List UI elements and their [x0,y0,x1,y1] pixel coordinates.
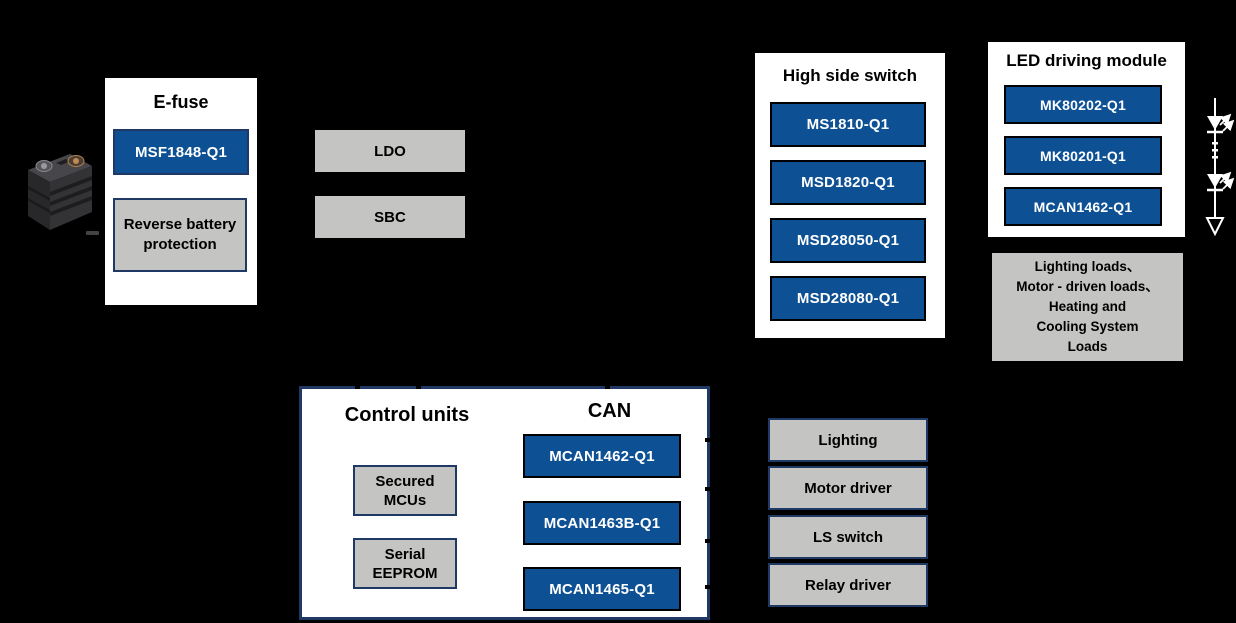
sbc-box: SBC [315,196,465,238]
part-chip-msd28050-q1[interactable]: MSD28050-Q1 [770,218,926,263]
loads-note-line: Cooling System [1036,319,1139,334]
connector-tick [416,383,421,389]
driver-box-ls-switch: LS switch [768,515,928,559]
part-chip-ms1810-q1[interactable]: MS1810-Q1 [770,102,926,147]
ldo-box: LDO [315,130,465,172]
part-chip-mcan1463b-q1[interactable]: MCAN1463B-Q1 [523,501,681,545]
battery-icon [28,154,92,230]
connector-tick [705,585,713,589]
driver-box-lighting: Lighting [768,418,928,462]
high-side-switch-title: High side switch [782,66,918,85]
part-chip-msf1848-q1[interactable]: MSF1848-Q1 [113,129,249,175]
control-units-title: Control units [344,404,470,426]
panel-efuse: E-fuse MSF1848-Q1 Reverse battery protec… [105,78,257,305]
loads-note-line: Loads [1067,339,1108,354]
led-string-icon [1205,98,1235,237]
component-box-secured-mcus: Secured MCUs [353,465,457,516]
part-chip-msd1820-q1[interactable]: MSD1820-Q1 [770,160,926,205]
connector-tick [705,539,713,543]
part-chip-mk80202-q1[interactable]: MK80202-Q1 [1004,85,1162,124]
loads-note-line: Heating and [1048,299,1127,314]
part-chip-mcan1465-q1[interactable]: MCAN1465-Q1 [523,567,681,611]
part-chip-mcan1462-q1-led[interactable]: MCAN1462-Q1 [1004,187,1162,226]
driver-box-motor-driver: Motor driver [768,466,928,510]
part-chip-msd28080-q1[interactable]: MSD28080-Q1 [770,276,926,321]
loads-note-line: Lighting loads、 [1034,259,1141,274]
panel-high-side-switch: High side switch MS1810-Q1 MSD1820-Q1 MS… [755,53,945,338]
connector-tick [705,438,713,442]
connector-tick [355,383,360,389]
battery-caption-smudge [86,231,99,235]
part-chip-mcan1462-q1[interactable]: MCAN1462-Q1 [523,434,681,478]
loads-note: Lighting loads、 Motor - driven loads、 He… [992,253,1183,361]
panel-led-driving-module: LED driving module MK80202-Q1 MK80201-Q1… [988,42,1185,237]
part-chip-mk80201-q1[interactable]: MK80201-Q1 [1004,136,1162,175]
driver-box-relay-driver: Relay driver [768,563,928,607]
led-module-title: LED driving module [1006,51,1167,70]
can-title: CAN [587,400,632,422]
component-box-serial-eeprom: Serial EEPROM [353,538,457,589]
connector-tick [705,487,713,491]
efuse-title: E-fuse [153,92,209,112]
panel-control-units: Control units CAN Secured MCUs Serial EE… [299,386,710,620]
connector-tick [605,383,610,389]
loads-note-line: Motor - driven loads、 [1016,279,1159,294]
feature-box-reverse-battery: Reverse battery protection [113,198,247,272]
